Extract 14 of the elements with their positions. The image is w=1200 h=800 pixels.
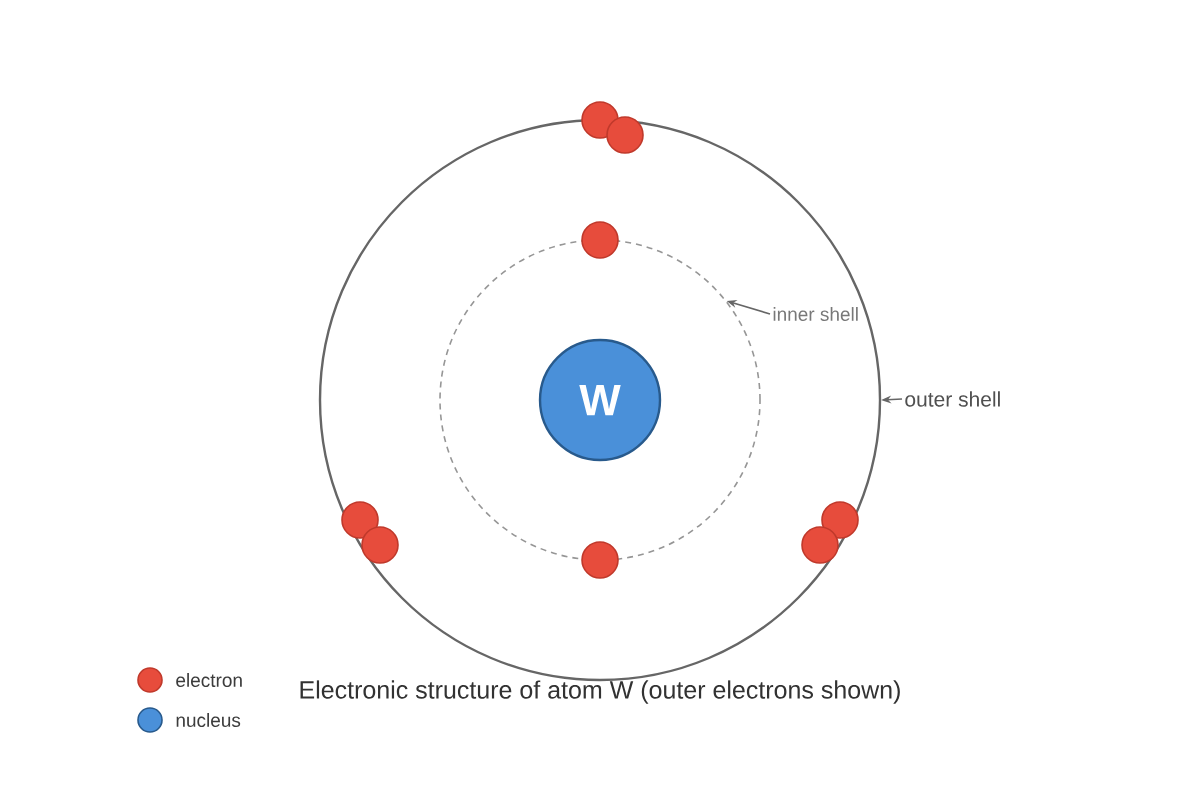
legend-label: nucleus xyxy=(176,713,241,727)
electron-circle xyxy=(361,526,399,564)
shell-label: inner shell xyxy=(773,307,858,321)
electron-circle xyxy=(341,501,379,539)
electron-circle xyxy=(821,501,859,539)
shell-label: outer shell xyxy=(905,391,1000,407)
inner-shell-circle xyxy=(439,239,761,561)
electron-circle xyxy=(581,541,619,579)
outer-shell-circle xyxy=(318,118,882,682)
legend-label: electron xyxy=(176,673,242,687)
caption: Electronic structure of atom W (outer electrons shown) xyxy=(300,680,900,704)
electron-circle xyxy=(606,116,644,154)
electron-circle xyxy=(581,221,619,259)
electron-circle xyxy=(801,526,839,564)
